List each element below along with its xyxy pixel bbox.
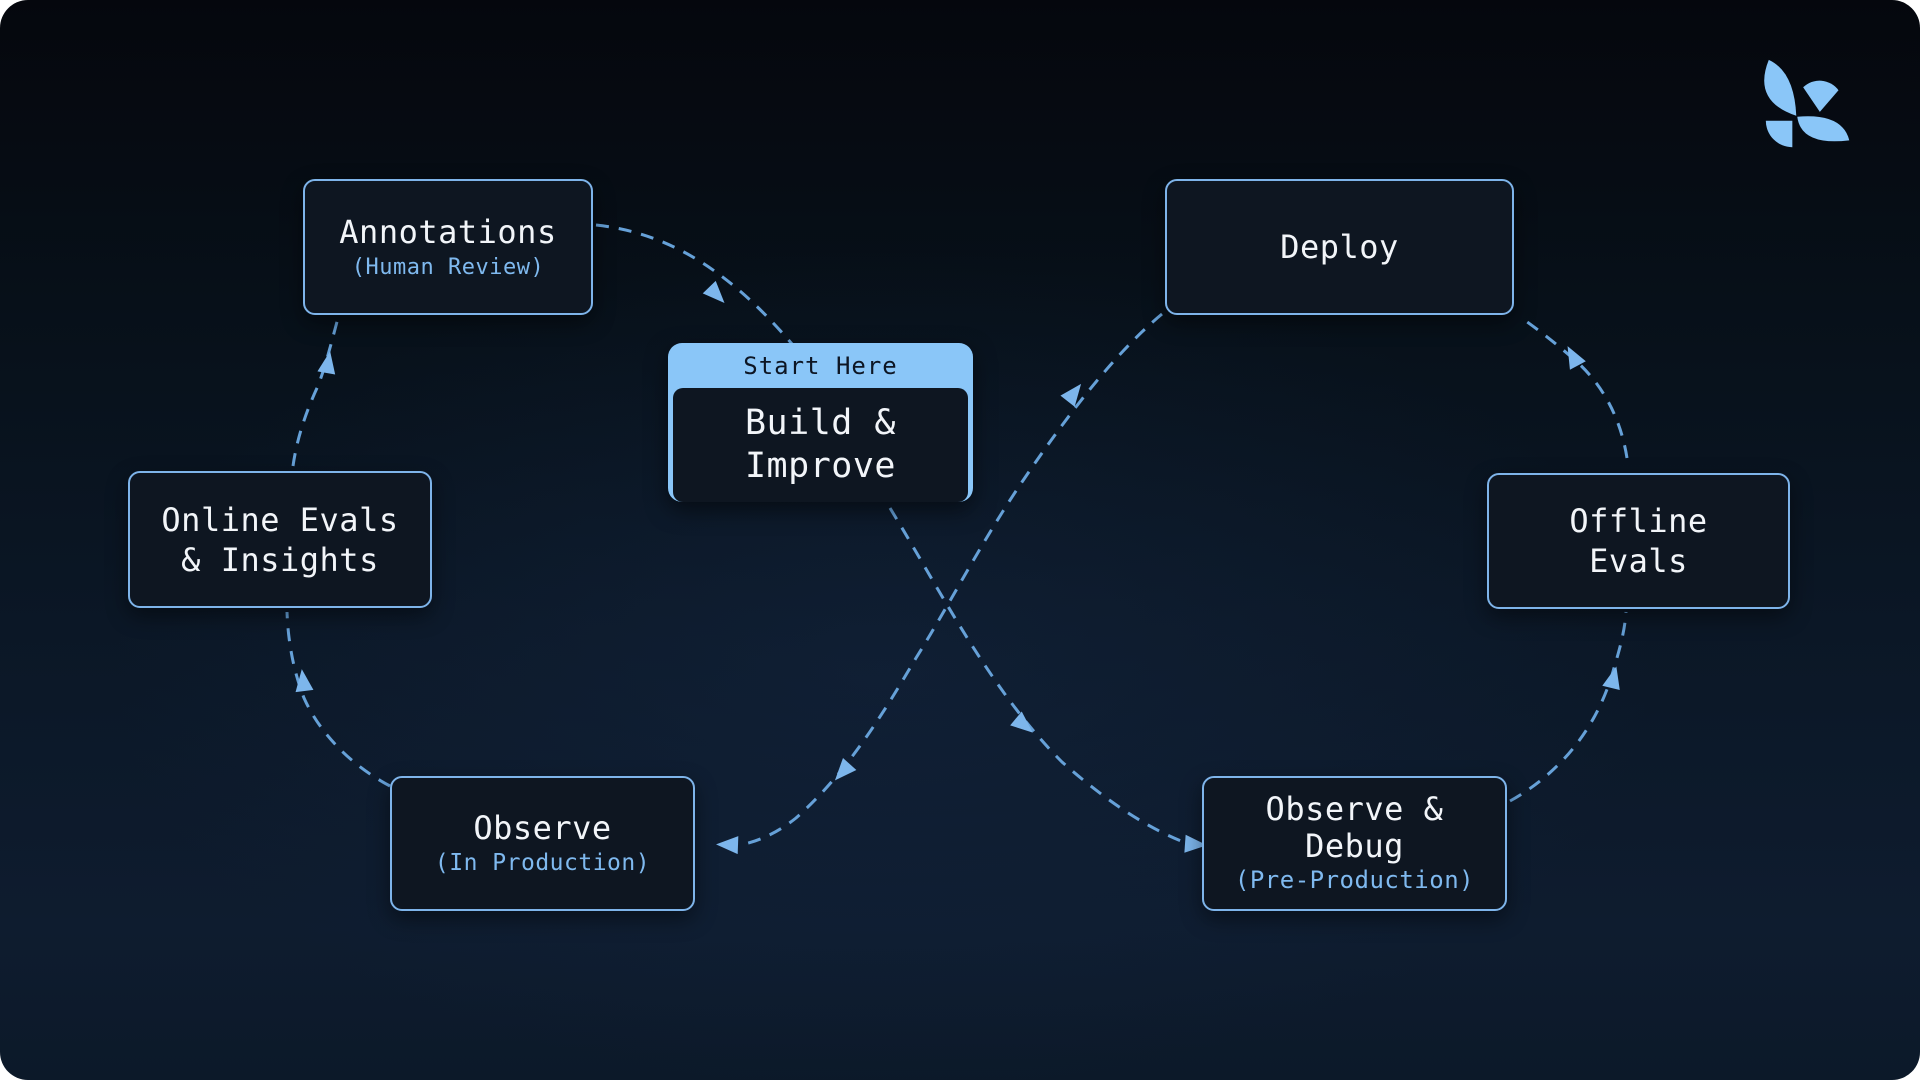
node-observe-production: Observe (In Production)	[390, 776, 695, 911]
node-observe-debug-line2: Debug	[1305, 827, 1404, 865]
edge-deploy-to-observe-production	[739, 312, 1163, 847]
start-here-label: Start Here	[743, 351, 898, 380]
arrowhead-icon	[716, 836, 739, 855]
arrowhead-icon	[1602, 666, 1620, 691]
node-deploy: Deploy	[1165, 179, 1514, 315]
node-online-evals-line1: Online Evals	[161, 500, 399, 539]
arrowhead-icon	[1010, 711, 1033, 733]
arrowhead-icon	[834, 758, 857, 781]
node-offline-evals-line2: Evals	[1589, 542, 1688, 580]
node-build-improve-body: Build & Improve	[673, 388, 968, 502]
node-annotations: Annotations (Human Review)	[303, 179, 593, 315]
arrowhead-icon	[317, 351, 336, 375]
edge-annotations-to-build	[595, 223, 794, 345]
node-deploy-title: Deploy	[1280, 228, 1399, 266]
node-observe-debug: Observe & Debug (Pre-Production)	[1202, 776, 1507, 911]
edge-observe-production-to-online	[285, 611, 391, 788]
edge-observe-debug-to-offline	[1509, 611, 1628, 803]
node-online-evals-line2: & Insights	[181, 540, 379, 579]
node-annotations-title: Annotations	[339, 212, 557, 251]
start-here-badge: Start Here	[668, 343, 973, 388]
node-observe-debug-line1: Observe &	[1265, 790, 1444, 828]
edge-build-to-observe-debug	[888, 507, 1187, 845]
arrowhead-icon	[1184, 834, 1207, 853]
node-offline-evals: Offline Evals	[1487, 473, 1790, 609]
edge-online-to-annotations	[291, 317, 340, 467]
node-observe-production-title: Observe	[473, 809, 612, 847]
flower-logo-icon	[1764, 59, 1850, 148]
node-observe-debug-subtitle: (Pre-Production)	[1234, 866, 1475, 894]
build-improve-line1: Build &	[744, 403, 896, 443]
arrowhead-icon	[295, 669, 314, 693]
node-annotations-subtitle: (Human Review)	[351, 254, 545, 280]
node-online-evals: Online Evals & Insights	[128, 471, 432, 608]
arrowhead-icon	[702, 280, 725, 303]
arrowhead-icon	[1060, 383, 1082, 407]
arrowhead-icon	[1567, 346, 1586, 370]
node-offline-evals-line1: Offline	[1569, 502, 1708, 540]
build-improve-line2: Improve	[744, 446, 896, 486]
node-build-improve: Start Here Build & Improve	[668, 343, 973, 502]
node-observe-production-subtitle: (In Production)	[434, 850, 651, 876]
edge-offline-to-deploy	[1522, 317, 1629, 459]
